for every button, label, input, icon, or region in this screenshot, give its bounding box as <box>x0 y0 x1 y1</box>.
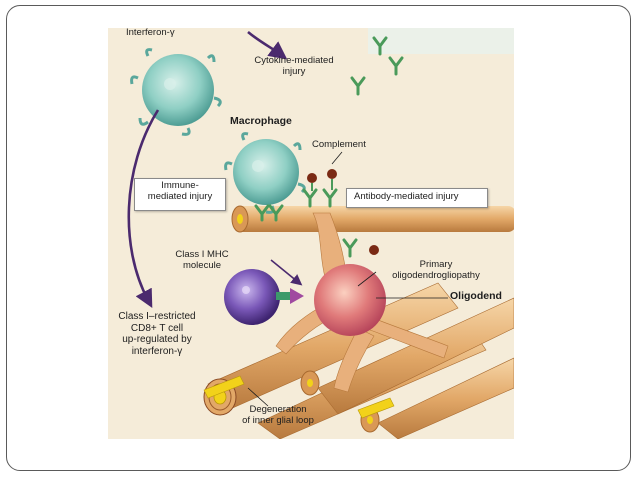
upper-myelinated-fiber <box>231 205 514 233</box>
antibodies <box>254 36 404 258</box>
label-interferon: Interferon-γ <box>126 28 175 38</box>
label-tcell-line2: CD8+ T cell <box>130 322 184 334</box>
label-degeneration-line2: of inner glial loop <box>242 414 314 426</box>
label-immune-line1: Immune- <box>161 180 199 191</box>
label-tcell-line1: Class I–restricted <box>118 311 196 322</box>
label-tcell: Class I–restricted CD8+ T cell up-regula… <box>108 311 206 357</box>
macrophage-top <box>130 48 222 136</box>
diagram-artwork <box>108 28 514 439</box>
label-primary-line1: Primary <box>419 259 453 270</box>
label-cytokine-line1: Cytokine-mediated <box>254 55 334 66</box>
label-immune: Immune- mediated injury <box>135 180 225 203</box>
diagram-figure: Interferon-γ Cytokine-mediated injury Ma… <box>108 28 514 439</box>
label-macrophage: Macrophage <box>230 115 292 127</box>
label-mhc-line1: Class I MHC <box>175 249 229 260</box>
label-immune-box: Immune- mediated injury <box>134 178 226 211</box>
label-tcell-line3: up-regulated by <box>122 334 192 345</box>
label-mhc-line2: molecule <box>182 259 222 271</box>
label-degeneration-line1: Degeneration <box>249 404 307 415</box>
label-mhc: Class I MHC molecule <box>164 249 240 272</box>
oligodendrocyte-cell <box>314 264 386 336</box>
label-tcell-line4: interferon-γ <box>131 345 183 357</box>
label-cytokine: Cytokine-mediated injury <box>246 55 342 78</box>
label-antibody: Antibody-mediated injury <box>354 191 459 202</box>
macrophage-middle <box>224 132 306 214</box>
label-cytokine-line2: injury <box>282 65 306 77</box>
arrows <box>127 31 303 309</box>
t-cell <box>224 269 304 325</box>
pointer-lines <box>247 151 448 407</box>
label-primary-line2: oligodendrogliopathy <box>392 269 480 281</box>
label-primary: Primary oligodendrogliopathy <box>376 259 496 282</box>
label-degeneration: Degeneration of inner glial loop <box>218 404 338 427</box>
lower-myelinated-fibers <box>203 282 514 439</box>
label-oligodendrocyte: Oligodend <box>450 290 502 302</box>
complement-proteins <box>307 169 379 255</box>
label-immune-line2: mediated injury <box>147 190 213 202</box>
label-complement: Complement <box>312 139 366 150</box>
label-antibody-box: Antibody-mediated injury <box>346 188 488 208</box>
